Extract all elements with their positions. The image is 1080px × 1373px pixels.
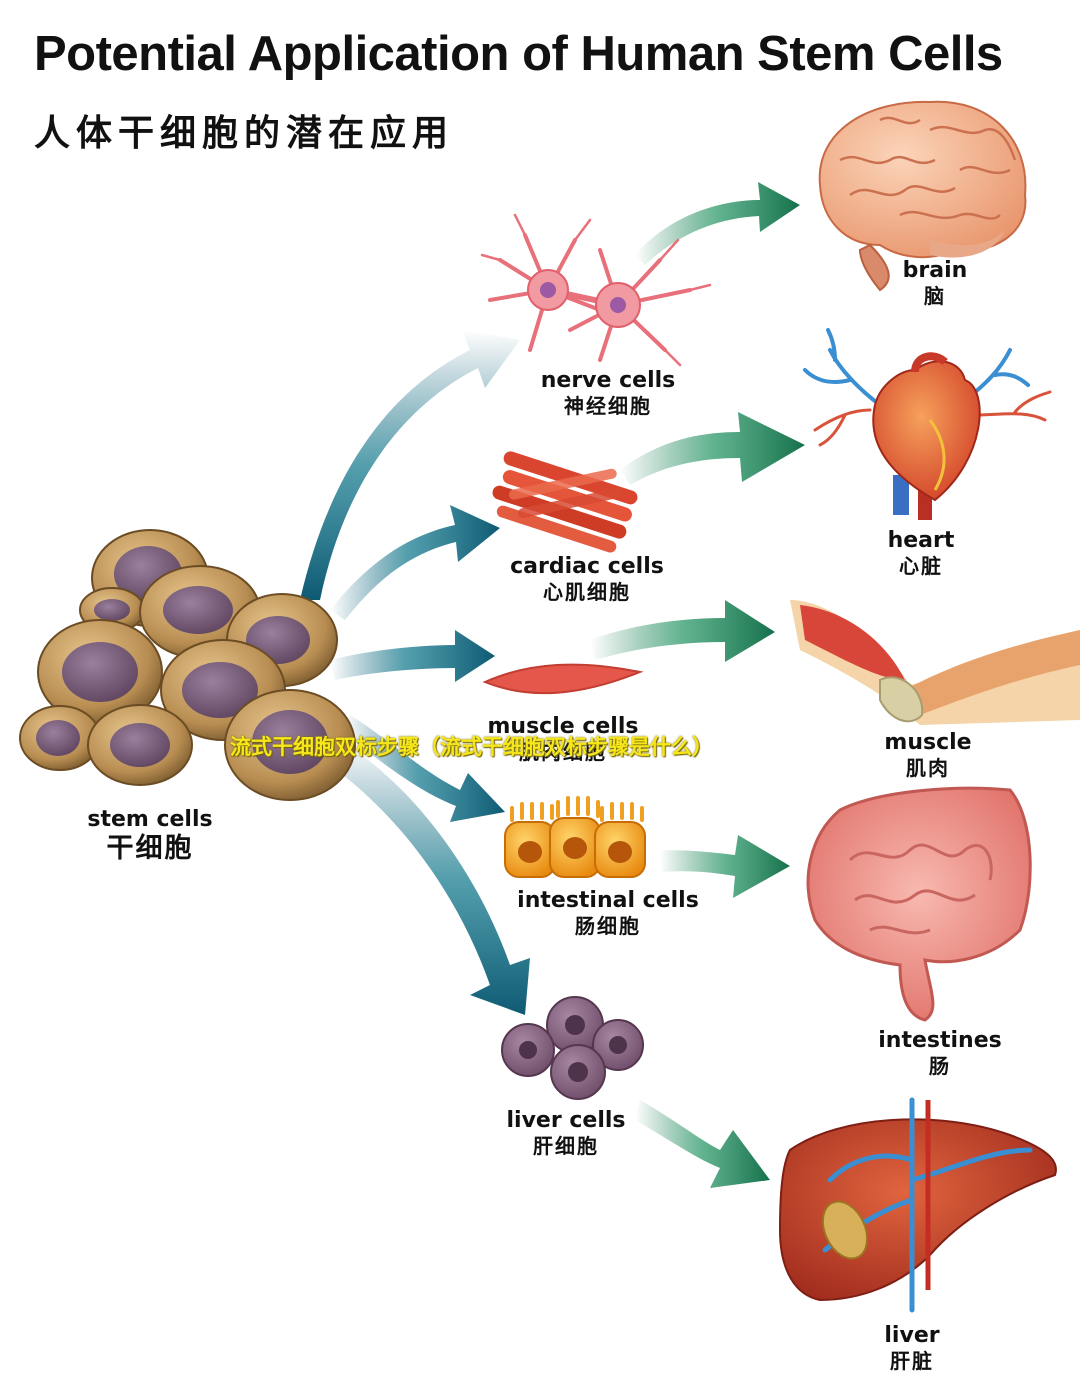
label-brain: brain 脑 bbox=[902, 258, 968, 309]
brain-illustration bbox=[818, 100, 1027, 292]
arrow-nerve-to-brain bbox=[635, 182, 800, 265]
nerve-cells-illustration bbox=[480, 213, 712, 367]
arrow-stem-to-muscle bbox=[330, 630, 495, 682]
arrow-stem-to-liver bbox=[330, 740, 530, 1015]
arrow-liver-to-liver bbox=[635, 1100, 770, 1188]
label-cardiac-cells: cardiac cells 心肌细胞 bbox=[510, 554, 664, 605]
label-intestines: intestines 肠 bbox=[878, 1028, 1002, 1079]
watermark-text: 流式干细胞双标步骤（流式干细胞双标步骤是什么） bbox=[230, 735, 713, 759]
arrow-cardiac-to-heart bbox=[620, 412, 805, 485]
label-stem-cells: stem cells 干细胞 bbox=[87, 807, 213, 865]
arm-muscle-illustration bbox=[790, 600, 1080, 725]
label-heart: heart 心脏 bbox=[887, 528, 955, 579]
label-muscle: muscle 肌肉 bbox=[884, 730, 972, 781]
label-muscle-cells: muscle cells 肌肉细胞 bbox=[487, 714, 639, 765]
arrow-intestinal-to-intestines bbox=[660, 835, 790, 898]
liver-organ-illustration bbox=[778, 1097, 1057, 1313]
cardiac-cells-illustration bbox=[492, 451, 638, 553]
label-liver: liver 肝脏 bbox=[884, 1323, 940, 1373]
arrow-stem-to-cardiac bbox=[330, 505, 500, 620]
intestines-illustration bbox=[806, 786, 1032, 1022]
heart-illustration bbox=[803, 328, 1052, 520]
diagram-subtitle: 人体干细胞的潜在应用 bbox=[34, 113, 455, 154]
label-nerve-cells: nerve cells 神经细胞 bbox=[540, 368, 676, 419]
arrow-stem-to-nerve bbox=[300, 330, 520, 600]
stem-cells-illustration bbox=[19, 529, 356, 801]
diagram-title: Potential Application of Human Stem Cell… bbox=[34, 27, 1003, 81]
intestinal-cells-illustration bbox=[504, 796, 646, 878]
liver-cells-illustration bbox=[501, 996, 644, 1100]
arrow-stem-to-intestinal bbox=[345, 715, 505, 822]
label-liver-cells: liver cells 肝细胞 bbox=[506, 1108, 626, 1159]
muscle-cell-illustration bbox=[482, 663, 644, 695]
arrow-muscle-to-muscle bbox=[590, 600, 775, 662]
label-intestinal-cells: intestinal cells 肠细胞 bbox=[517, 888, 699, 939]
